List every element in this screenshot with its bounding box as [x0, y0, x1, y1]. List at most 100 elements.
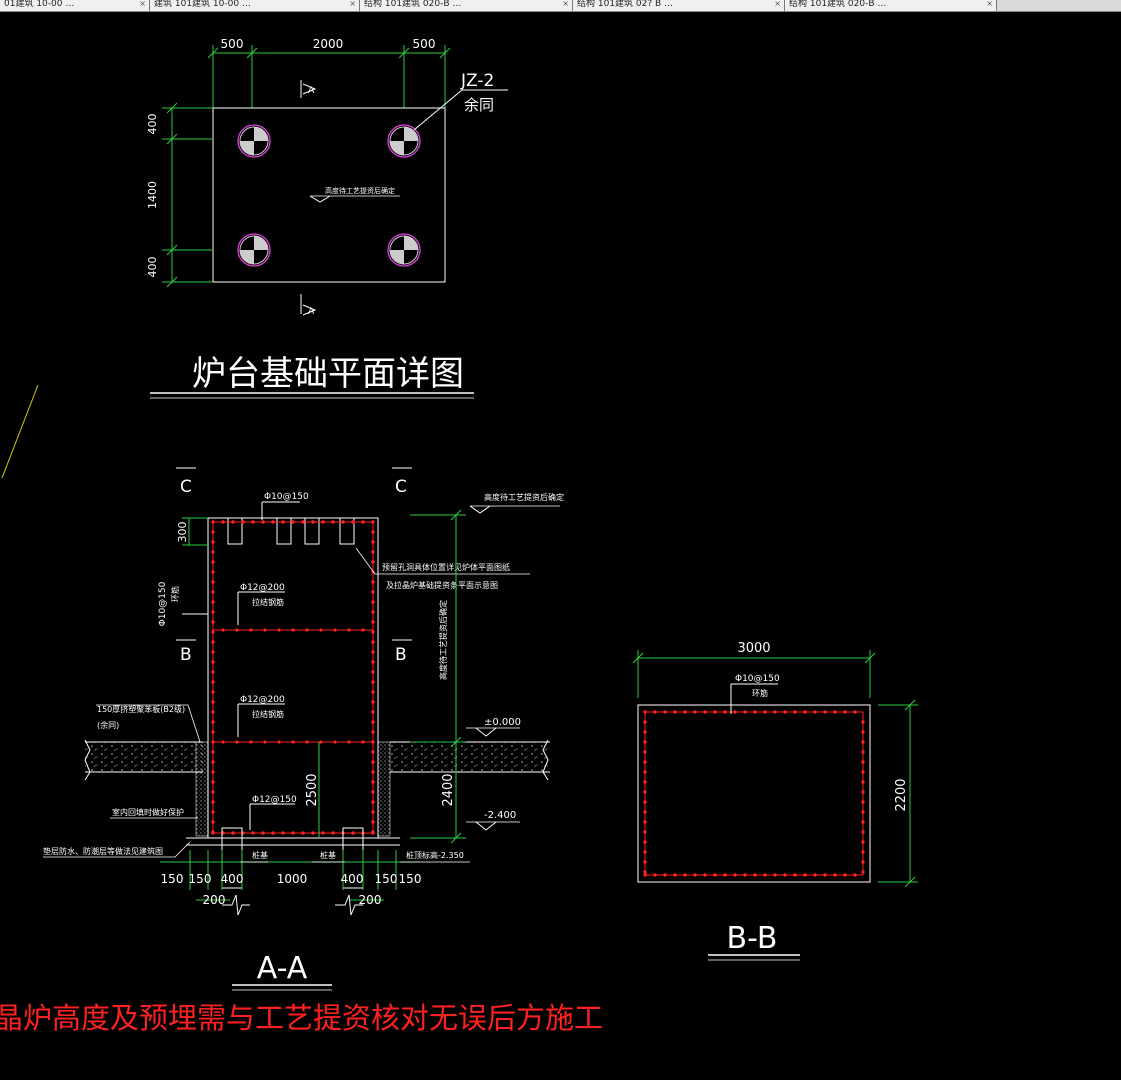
rebar-dot	[371, 690, 375, 694]
rebar-dot	[263, 628, 267, 632]
rebar-dot	[211, 670, 215, 674]
rebar-dot	[211, 810, 215, 814]
level-minus: -2.400	[484, 810, 516, 821]
dim-200-left: 200	[203, 893, 226, 907]
bb-width-dim: 3000	[737, 641, 770, 656]
bb-height-dim: 2200	[894, 778, 909, 811]
rebar-dot	[783, 873, 787, 877]
rebar-dot	[371, 710, 375, 714]
drawing-tab-1[interactable]: 01建筑 10-00 … ×	[0, 0, 150, 11]
rebar-dot	[291, 628, 295, 632]
close-icon[interactable]: ×	[349, 0, 356, 8]
rebar-dot	[221, 520, 225, 524]
rebar-dot	[853, 873, 857, 877]
dim-bottom-4: 1000	[277, 872, 308, 886]
rebar-dot	[713, 710, 717, 714]
rebar-dot	[281, 831, 285, 835]
backfill-note: 室内回填时做好保护	[112, 807, 184, 817]
rebar-dot	[347, 740, 351, 744]
rebar-dot	[643, 820, 647, 824]
section-aa-title: A-A	[257, 951, 308, 986]
rebar-dot	[371, 810, 375, 814]
rebar-dot	[643, 860, 647, 864]
waterproof-note: 垫层防水、防潮层等做法见建筑图	[43, 846, 163, 856]
rebar-dot	[351, 831, 355, 835]
drawing-tab-5[interactable]: 结构 101建筑 020-B …×	[785, 0, 997, 11]
rebar-dot	[211, 700, 215, 704]
drawing-tab-4[interactable]: 结构 101建筑 02? B …×	[573, 0, 785, 11]
rebar-dot	[301, 520, 305, 524]
pile-symbol	[237, 124, 271, 158]
stray-construction-line	[1, 384, 39, 479]
rebar-dot	[271, 831, 275, 835]
rebar-dot	[371, 650, 375, 654]
rebar-dot	[305, 628, 309, 632]
dim-bottom-6: 150	[375, 872, 398, 886]
dim-2400: 2400	[441, 773, 456, 806]
rebar-dot	[683, 710, 687, 714]
top-elevation-note: 高度待工艺提资后确定	[484, 492, 564, 502]
rebar-dot	[653, 873, 657, 877]
rebar-dot	[713, 873, 717, 877]
rebar-dot	[861, 790, 865, 794]
plan-elevation-note: 高度待工艺提资后确定	[325, 186, 395, 195]
rebar-dot	[371, 630, 375, 634]
rebar-dot	[301, 831, 305, 835]
rebar-dot	[643, 770, 647, 774]
close-icon[interactable]: ×	[139, 0, 146, 8]
rebar-dot	[683, 873, 687, 877]
rebar-dot	[277, 628, 281, 632]
rebar-dot	[371, 580, 375, 584]
section-aa-rebar-dots	[211, 520, 375, 835]
rebar-dot	[371, 730, 375, 734]
rebar-dot	[211, 740, 215, 744]
rebar-dot	[823, 873, 827, 877]
close-icon[interactable]: ×	[774, 0, 781, 8]
rebar-dot	[793, 873, 797, 877]
plan-outline	[212, 107, 446, 283]
dim-2500: 2500	[305, 773, 320, 806]
plan-dim-left-bottom: 400	[146, 257, 159, 278]
rebar-dot	[371, 590, 375, 594]
rebar-dot	[643, 840, 647, 844]
section-mark-c-right: C	[395, 477, 407, 497]
rebar-dot	[753, 710, 757, 714]
rebar-dot	[813, 710, 817, 714]
rebar-dot	[843, 710, 847, 714]
drawing-tab-2[interactable]: 建筑 101建筑 10-00 … ×	[150, 0, 360, 11]
rebar-dot	[371, 800, 375, 804]
rebar-dot	[351, 520, 355, 524]
ground-layers	[84, 739, 550, 846]
close-icon[interactable]: ×	[562, 0, 569, 8]
rebar-dot	[643, 800, 647, 804]
section-mark-b-left: B	[180, 645, 192, 665]
rebar-dot	[211, 610, 215, 614]
rebar-dot	[643, 810, 647, 814]
rebar-dot	[371, 700, 375, 704]
rebar-dot	[643, 730, 647, 734]
rebar-dot	[371, 530, 375, 534]
rebar-dot	[643, 750, 647, 754]
rebar-dot	[211, 690, 215, 694]
rebar-dot	[361, 520, 365, 524]
rebar-dot	[319, 628, 323, 632]
rebar-dot	[371, 740, 375, 744]
tab-label: 建筑 101建筑 10-00 …	[154, 0, 251, 9]
rebar-dot	[861, 860, 865, 864]
rebar-dot	[221, 740, 225, 744]
dim-300: 300	[176, 522, 189, 543]
rebar-dot	[371, 560, 375, 564]
rebar-dot	[211, 640, 215, 644]
rebar-dot	[291, 740, 295, 744]
cad-drawing-canvas[interactable]: 500 2000 500 400 1400 400 A A	[0, 12, 1121, 1080]
rebar-dot	[371, 720, 375, 724]
close-icon[interactable]: ×	[986, 0, 993, 8]
drawing-tab-3[interactable]: 结构 101建筑 020-B …×	[360, 0, 573, 11]
pile-symbol	[387, 233, 421, 267]
section-aa-dimension-lines	[160, 509, 466, 901]
tab-label: 01建筑 10-00 …	[4, 0, 75, 9]
plan-dim-top-right: 500	[413, 37, 436, 51]
rebar-dot	[347, 628, 351, 632]
rebar-dot	[361, 628, 365, 632]
rebar-dot	[743, 873, 747, 877]
